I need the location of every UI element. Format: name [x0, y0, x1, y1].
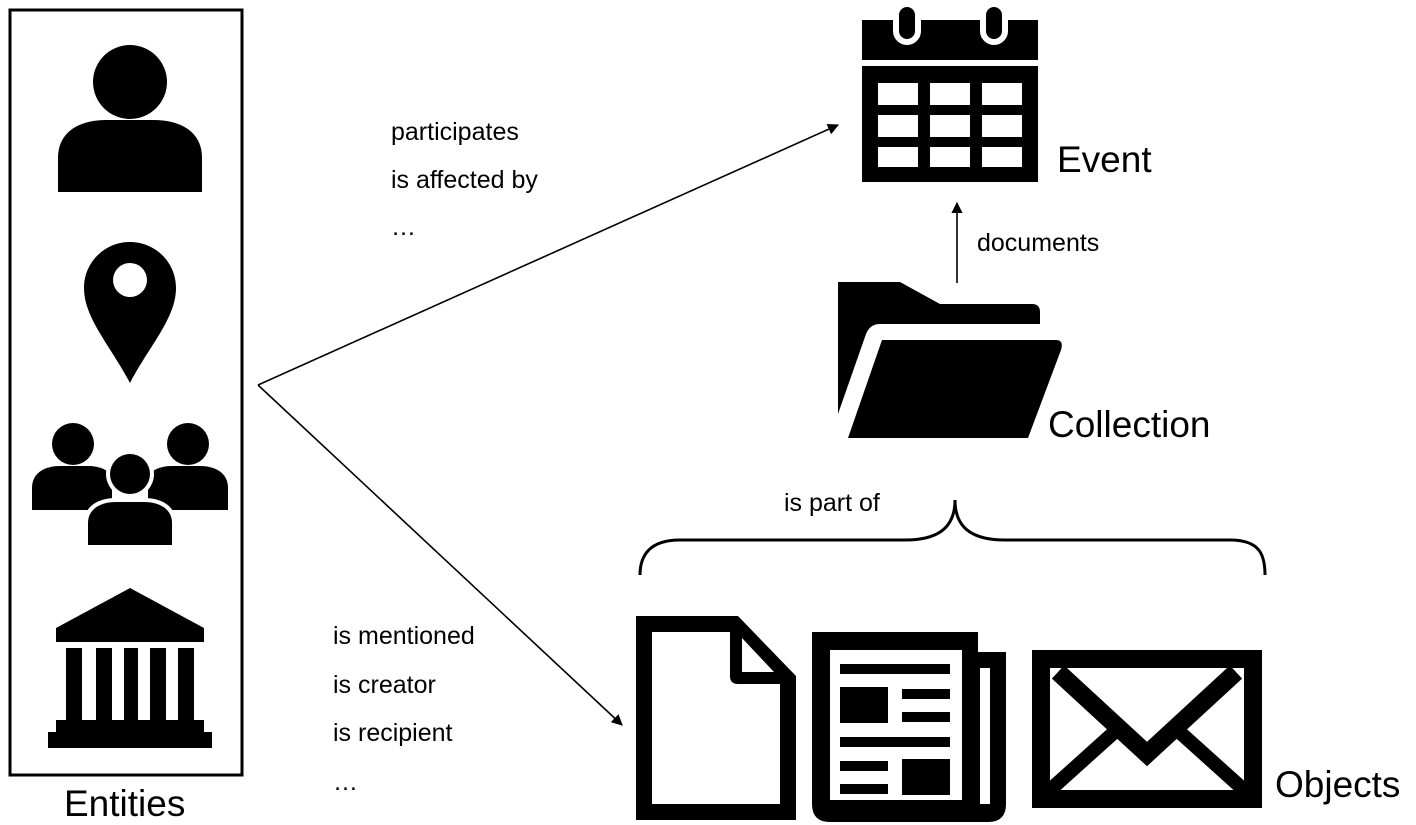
person-icon: [58, 45, 202, 192]
entity-object-relations: is mentioned is creator is recipient …: [333, 621, 475, 815]
entities-box: [8, 8, 244, 777]
document-icon: [636, 616, 796, 820]
relation-label: is recipient: [333, 719, 453, 747]
objects-label: Objects: [1275, 764, 1401, 805]
entities-label: Entities: [64, 783, 186, 824]
objects-brace: [638, 499, 1267, 576]
envelope-icon: [1032, 650, 1262, 808]
relation-label: is affected by: [391, 165, 538, 194]
relation-label: is mentioned: [333, 622, 475, 650]
group-icon: [32, 423, 228, 548]
entity-event-relations: participates is affected by …: [391, 117, 538, 260]
institution-icon: [48, 588, 212, 748]
is-part-of-label: is part of: [784, 489, 880, 517]
relation-label: …: [391, 213, 416, 241]
event-label: Event: [1057, 139, 1152, 180]
newspaper-icon: [812, 632, 1006, 822]
folder-icon: [838, 282, 1062, 438]
arrow-entities-to-event: [257, 124, 840, 386]
relation-label: …: [333, 767, 358, 796]
relation-label: is creator: [333, 670, 436, 699]
collection-label: Collection: [1048, 404, 1211, 445]
relation-label: participates: [391, 118, 519, 146]
arrow-entities-to-objects: [257, 384, 623, 726]
location-pin-icon: [84, 242, 176, 383]
calendar-icon: [862, 1, 1038, 182]
documents-label: documents: [977, 229, 1100, 257]
